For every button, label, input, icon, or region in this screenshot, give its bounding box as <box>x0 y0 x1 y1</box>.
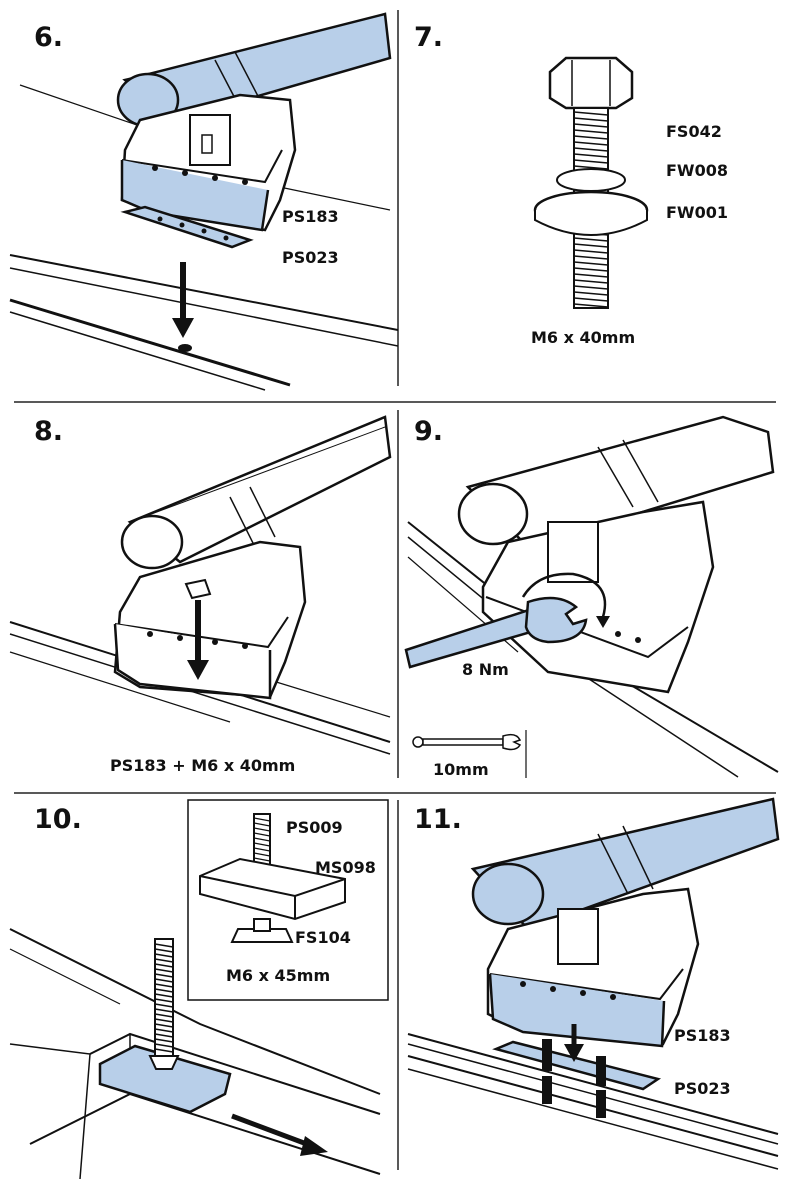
plate-ms098 <box>199 857 346 921</box>
step-7-label-fw001: FW001 <box>666 203 728 222</box>
step-7-label-fs042: FS042 <box>666 122 722 141</box>
step-7-illustration <box>533 56 649 309</box>
step-11-label-ps023: PS023 <box>674 1079 731 1098</box>
step-8-illustration <box>9 415 392 755</box>
step-10-panel: 10. PS009 MS098 FS104 M6 x 45mm <box>0 794 398 1183</box>
step-6-label-ps183: PS183 <box>282 207 339 226</box>
step-11-number: 11. <box>414 804 462 835</box>
step-8-panel: 8. PS183 + M6 x 40mm <box>0 402 398 794</box>
step-7-number: 7. <box>414 22 444 53</box>
step-6-panel: 6. PS183 PS023 <box>0 0 398 400</box>
step-10-illustration <box>9 799 389 1180</box>
wrench-size-icon <box>412 733 522 751</box>
step-11-panel: 11. PS183 PS023 <box>398 794 787 1183</box>
roof-bar <box>465 415 775 549</box>
step-9-panel: 9. 8 Nm 10mm <box>398 402 787 794</box>
step-8-caption: PS183 + M6 x 40mm <box>110 756 296 775</box>
step-10-bolt-size: M6 x 45mm <box>226 966 331 985</box>
step-11-illustration <box>407 797 780 1170</box>
step-9-illustration <box>404 415 779 778</box>
step-9-tool-size: 10mm <box>433 760 489 779</box>
step-7-bolt-size: M6 x 40mm <box>531 328 636 347</box>
step-7-panel: 7. FS042 FW008 FW001 M6 x 40mm <box>398 0 787 400</box>
lock-washer <box>556 168 626 192</box>
step-10-label-ps009: PS009 <box>286 818 343 837</box>
step-8-number: 8. <box>34 416 64 447</box>
step-7-label-fw008: FW008 <box>666 161 728 180</box>
step-6-illustration <box>9 12 398 391</box>
step-9-torque: 8 Nm <box>462 660 509 679</box>
step-10-label-ms098: MS098 <box>315 858 376 877</box>
plate-ps023 <box>492 1040 662 1091</box>
step-9-number: 9. <box>414 416 444 447</box>
step-11-label-ps183: PS183 <box>674 1026 731 1045</box>
plate-ps023 <box>120 205 254 249</box>
step-10-number: 10. <box>34 804 82 835</box>
bolt-head <box>548 56 634 110</box>
step-6-label-ps023: PS023 <box>282 248 339 267</box>
slider-plate <box>98 1044 232 1114</box>
step-6-number: 6. <box>34 22 64 53</box>
step-10-label-fs104: FS104 <box>295 928 351 947</box>
